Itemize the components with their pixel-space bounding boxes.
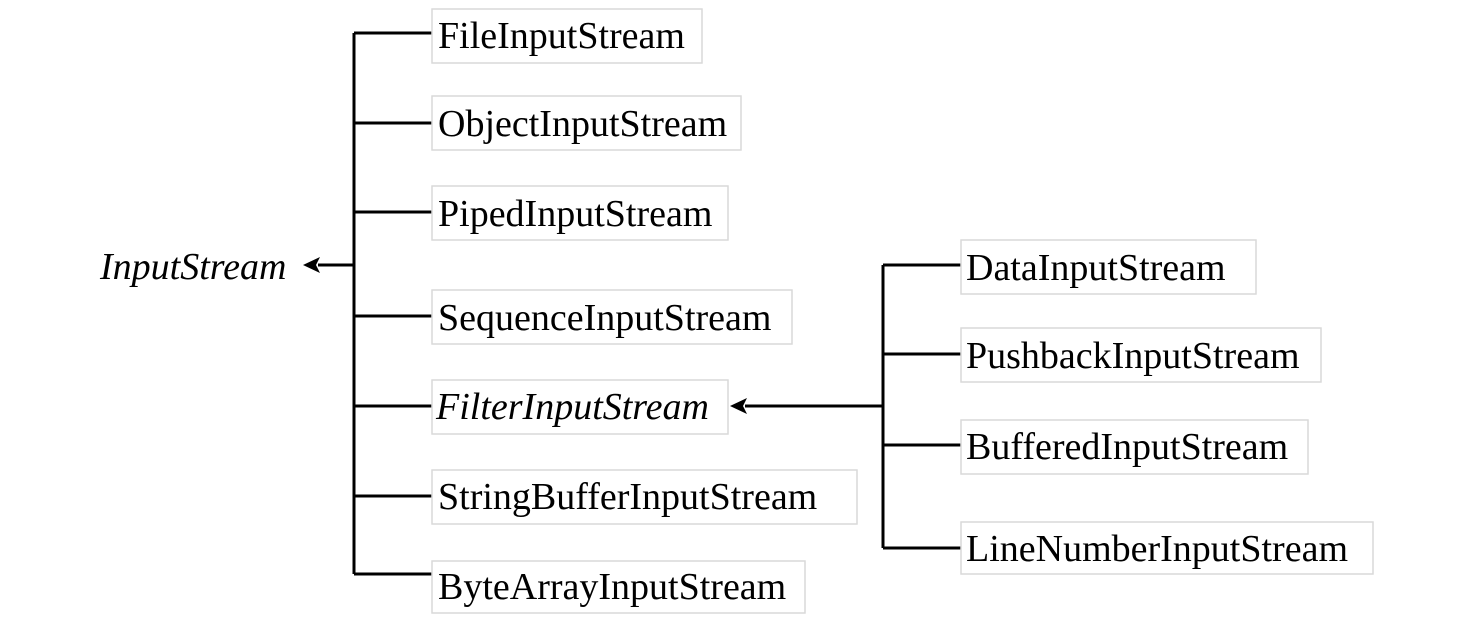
node-filterinputstream: FilterInputStream — [431, 379, 729, 435]
root-arrowhead-icon — [303, 257, 320, 273]
node-label: FileInputStream — [438, 15, 685, 57]
filter-arrowhead-icon — [730, 398, 747, 414]
node-label: DataInputStream — [966, 247, 1226, 289]
node-datainputstream: DataInputStream — [960, 239, 1257, 295]
node-label: PushbackInputStream — [966, 335, 1300, 377]
node-stringbufferinputstream: StringBufferInputStream — [431, 469, 858, 525]
node-label: ObjectInputStream — [438, 103, 727, 145]
node-pipedinputstream: PipedInputStream — [431, 185, 729, 241]
node-bufferedinputstream: BufferedInputStream — [960, 419, 1309, 475]
node-label: LineNumberInputStream — [966, 528, 1348, 570]
node-label: FilterInputStream — [435, 386, 709, 428]
node-label: PipedInputStream — [438, 193, 712, 235]
node-sequenceinputstream: SequenceInputStream — [431, 289, 793, 345]
node-bytearrayinputstream: ByteArrayInputStream — [431, 560, 806, 614]
node-label: BufferedInputStream — [966, 426, 1288, 468]
node-label: SequenceInputStream — [438, 297, 771, 339]
node-fileinputstream: FileInputStream — [431, 8, 703, 64]
node-objectinputstream: ObjectInputStream — [431, 95, 742, 151]
root-node-inputstream: InputStream — [99, 246, 286, 288]
node-pushbackinputstream: PushbackInputStream — [960, 327, 1322, 383]
node-label: ByteArrayInputStream — [438, 566, 786, 608]
node-label: StringBufferInputStream — [438, 476, 817, 518]
node-linenumberinputstream: LineNumberInputStream — [960, 521, 1374, 575]
